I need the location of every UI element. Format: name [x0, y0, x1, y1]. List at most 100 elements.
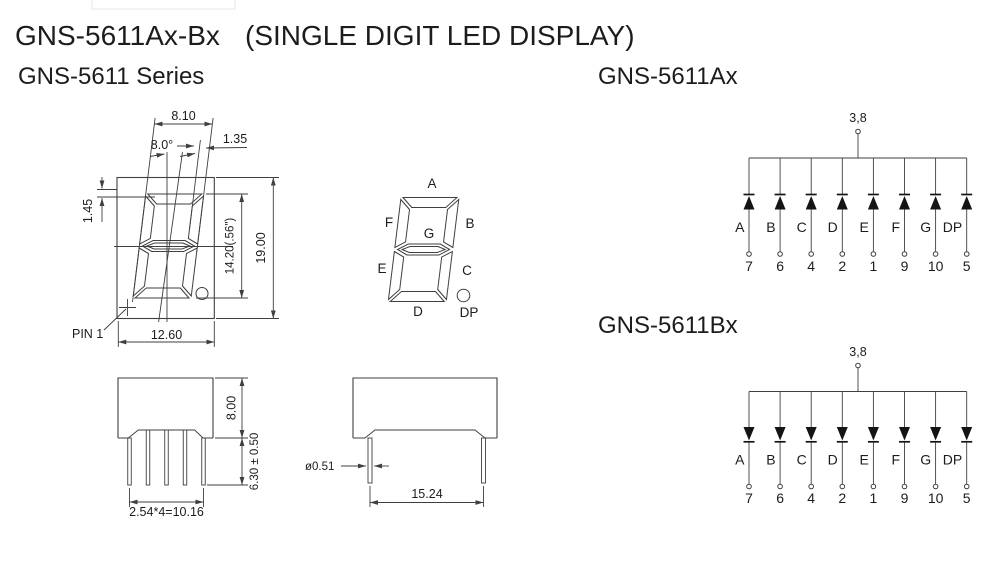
- diode-channel: E 1: [860, 391, 879, 506]
- channel-segment-label: E: [860, 452, 869, 468]
- pin-terminal: [839, 251, 846, 257]
- pin-terminal: [839, 483, 846, 490]
- dim-pkg-width: 12.60: [117, 321, 215, 347]
- diode-triangle-down: [899, 427, 910, 441]
- pin-terminal: [901, 251, 908, 257]
- diode-channel: A 7: [735, 158, 755, 274]
- segment-label-b: B: [465, 216, 474, 231]
- channel-pin-number: 10: [928, 258, 944, 274]
- side-front-pins: [127, 429, 206, 486]
- dim-pin-diameter-label: ø0.51: [305, 461, 334, 473]
- dim-pin-pitch-label: 2.54*4=10.16: [129, 505, 204, 519]
- diode-triangle-down: [774, 427, 786, 441]
- circuit-bx: 3,8 A 7: [735, 345, 973, 506]
- channel-pin-number: 1: [870, 258, 878, 274]
- dim-width-top-label: 8.10: [171, 109, 195, 123]
- dim-body-height: 8.00: [215, 377, 248, 439]
- cropped-top-artifact: [91, 0, 236, 10]
- pin-terminal: [901, 483, 908, 490]
- diode-triangle-up: [867, 196, 879, 210]
- channel-segment-label: A: [735, 452, 745, 468]
- circuit-bx-channels: A 7 B 6 C 4: [735, 391, 973, 506]
- pin-terminal: [746, 483, 752, 490]
- pin-terminal: [808, 483, 815, 490]
- channel-pin-number: 6: [776, 490, 784, 506]
- pin-terminal: [808, 251, 815, 257]
- pin-terminal: [870, 251, 877, 257]
- segment-diagram: A F B G E C D DP: [377, 176, 478, 320]
- side-front-standoff: [118, 429, 213, 439]
- segment-label-g: G: [424, 226, 435, 241]
- front-dp-circle: [195, 287, 209, 300]
- pin-terminal: [746, 251, 752, 257]
- channel-pin-number: 7: [745, 258, 753, 274]
- dim-pin-length-label: 6.30 ± 0.50: [249, 433, 261, 490]
- channel-segment-label: F: [891, 219, 900, 235]
- diode-channel: C 4: [797, 158, 817, 274]
- diode-channel: E 1: [860, 158, 879, 274]
- dim-pin-pitch: 2.54*4=10.16: [129, 488, 204, 519]
- diode-triangle-down: [961, 427, 973, 441]
- channel-segment-label: B: [766, 219, 775, 235]
- dim-pkg-height-label: 19.00: [254, 232, 268, 263]
- front-view: 8.10 8.0° 1.35 1.45 14.20(.56"): [72, 109, 279, 347]
- channel-segment-label: C: [797, 219, 807, 235]
- dim-digit-height: 14.20(.56"): [196, 193, 248, 299]
- construction-lines: [114, 117, 233, 323]
- channel-segment-label: DP: [943, 452, 962, 468]
- channel-segment-label: C: [797, 452, 807, 468]
- page-title-model: GNS-5611Ax-Bx: [15, 20, 220, 51]
- circuit-bx-common-label: 3,8: [849, 345, 866, 359]
- circuit-ax-common-terminal: [855, 128, 861, 135]
- channel-pin-number: 10: [928, 490, 944, 506]
- dim-pin-length: 6.30 ± 0.50: [207, 433, 261, 490]
- channel-pin-number: 7: [745, 490, 753, 506]
- diode-channel: G 10: [920, 391, 944, 506]
- pin-terminal: [932, 251, 939, 257]
- dim-pin-diameter: ø0.51: [305, 461, 389, 473]
- diode-channel: F 9: [891, 391, 910, 506]
- dim-seg-a-width-label: 1.45: [81, 199, 95, 223]
- diode-triangle-up: [930, 196, 942, 210]
- diode-triangle-up: [743, 196, 755, 210]
- diode-channel: G 10: [920, 158, 944, 274]
- dim-pin-span: 15.24: [369, 486, 484, 507]
- diode-triangle-up: [961, 196, 973, 210]
- pin-terminal: [963, 483, 970, 490]
- dim-pkg-width-label: 12.60: [151, 328, 182, 342]
- channel-segment-label: B: [766, 452, 775, 468]
- segment-label-dp: DP: [460, 305, 479, 320]
- dim-slant-angle: 8.0°: [149, 138, 196, 158]
- diode-triangle-up: [805, 196, 817, 210]
- pin-terminal: [963, 251, 970, 257]
- circuit-ax-channels: A 7 B 6 C 4: [735, 158, 973, 274]
- pin1-marker: PIN 1: [72, 299, 136, 341]
- circuit-ax-common-label: 3,8: [849, 111, 866, 125]
- channel-segment-label: F: [891, 452, 900, 468]
- dim-width-top: 8.10: [154, 109, 213, 127]
- segment-label-a: A: [427, 176, 436, 191]
- diode-triangle-down: [836, 427, 848, 441]
- side-right-body: [352, 377, 498, 438]
- dim-seg-a-width: 1.45: [81, 177, 155, 223]
- side-right-standoff: [353, 429, 497, 439]
- diode-triangle-up: [899, 196, 910, 210]
- circuit-bx-common-terminal: [855, 362, 861, 369]
- channel-pin-number: 4: [807, 490, 815, 506]
- dim-seg-thickness-label: 1.35: [223, 132, 247, 146]
- channel-pin-number: 1: [870, 490, 878, 506]
- side-front-body: [117, 377, 214, 438]
- channel-pin-number: 2: [838, 258, 846, 274]
- channel-segment-label: DP: [943, 219, 962, 235]
- diode-channel: B 6: [766, 158, 786, 274]
- channel-segment-label: D: [828, 219, 838, 235]
- channel-pin-number: 4: [807, 258, 815, 274]
- segment-label-e: E: [377, 261, 386, 276]
- page-title-description: (SINGLE DIGIT LED DISPLAY): [245, 20, 635, 51]
- pin-terminal: [777, 251, 783, 257]
- diode-channel: DP 5: [943, 391, 973, 506]
- pin-terminal: [777, 483, 783, 490]
- diode-channel: D 2: [828, 391, 848, 506]
